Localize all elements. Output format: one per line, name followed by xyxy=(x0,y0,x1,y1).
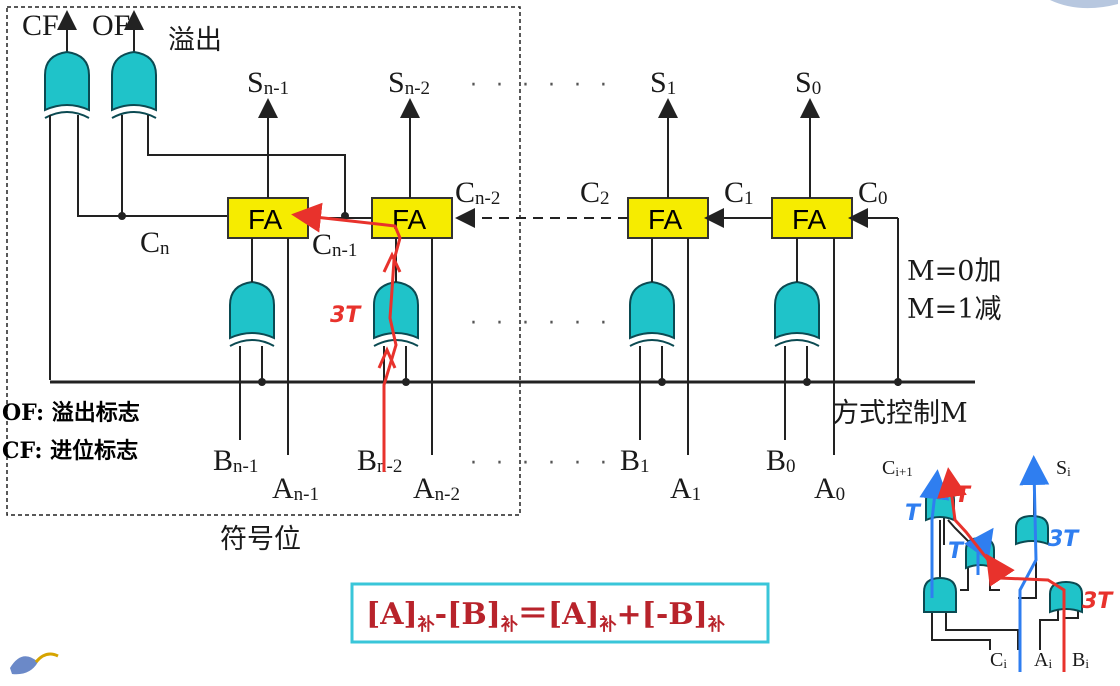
cf-label: CF xyxy=(22,9,59,42)
b1-label: B1 xyxy=(620,444,650,477)
red-3t-annotation-small: 3T xyxy=(1082,589,1114,614)
fa-block-n-1: FA xyxy=(227,197,309,239)
mode-add-label: M=0加 xyxy=(907,256,1001,287)
fa-block-0: FA xyxy=(771,197,853,239)
xor-gate-n-1 xyxy=(229,280,275,347)
si-label: Si xyxy=(1056,457,1071,479)
ci-label: Ci xyxy=(990,649,1007,671)
cn-junction xyxy=(118,212,126,220)
xor-gate-0 xyxy=(774,280,820,347)
full-adder-detail: T T T 3T 3T Ci+1 Si Ci Ai Bi xyxy=(882,455,1114,672)
bn1-label: Bn-1 xyxy=(213,444,258,477)
c2-label: C2 xyxy=(580,176,610,209)
cn-label: Cn xyxy=(140,226,170,259)
ci1-label: Ci+1 xyxy=(882,457,913,479)
red-critical-path: 3T xyxy=(291,202,402,472)
corner-logo-icon xyxy=(1050,0,1118,9)
a1-label: A1 xyxy=(670,472,701,505)
fa-block-n-2: FA xyxy=(371,197,453,239)
c1-label: C1 xyxy=(724,176,754,209)
bn2-label: Bn-2 xyxy=(357,444,402,477)
svg-text:FA: FA xyxy=(648,204,683,235)
cf-legend: CF: 进位标志 xyxy=(2,438,138,464)
red-t-annotation: T xyxy=(955,483,972,508)
formula-box: [A]补-[B]补＝[A]补+[-B]补 xyxy=(350,582,770,644)
b1-bus-junction xyxy=(658,378,666,386)
control-bus-label: 方式控制M xyxy=(832,398,968,429)
cf-cn-wire xyxy=(77,115,228,217)
a0-label: A0 xyxy=(814,472,845,505)
sign-bit-label: 符号位 xyxy=(220,524,301,555)
c0-label: C0 xyxy=(858,176,888,209)
mode-sub-label: M=1减 xyxy=(907,294,1001,325)
bn1-bus-junction xyxy=(258,378,266,386)
bn2-bus-junction xyxy=(402,378,410,386)
logo-icon xyxy=(10,652,59,675)
sn1-label: Sn-1 xyxy=(247,66,289,99)
bottom-dots: · · · · · · xyxy=(470,451,613,476)
xor-gate-1 xyxy=(629,280,675,347)
overflow-label: 溢出 xyxy=(168,25,222,56)
m-bus-junction xyxy=(894,378,902,386)
blue-t-annotation-2: T xyxy=(948,539,965,564)
s1-label: S1 xyxy=(650,66,676,99)
cn2-label: Cn-2 xyxy=(455,176,500,209)
sn2-label: Sn-2 xyxy=(388,66,430,99)
red-3t-annotation: 3T xyxy=(330,303,362,328)
top-dots: · · · · · · xyxy=(470,73,613,98)
cn1-label: Cn-1 xyxy=(312,228,357,261)
of-label: OF xyxy=(92,9,130,42)
formula-text: [A]补-[B]补＝[A]补+[-B]补 xyxy=(366,597,725,635)
bi-label: Bi xyxy=(1072,649,1089,671)
fa-block-1: FA xyxy=(627,197,709,239)
middle-dots: · · · · · · xyxy=(470,311,613,336)
xor-gate-n-2 xyxy=(373,280,419,347)
cf-xor-gate xyxy=(44,50,90,119)
blue-3t-annotation: 3T xyxy=(1048,527,1080,552)
b0-bus-junction xyxy=(803,378,811,386)
svg-text:FA: FA xyxy=(792,204,827,235)
an1-label: An-1 xyxy=(272,472,319,505)
s0-label: S0 xyxy=(795,66,821,99)
svg-text:FA: FA xyxy=(248,204,283,235)
ai-label: Ai xyxy=(1034,649,1052,671)
blue-t-annotation-1: T xyxy=(905,501,922,526)
of-legend: OF: 溢出标志 xyxy=(2,400,140,426)
an2-label: An-2 xyxy=(413,472,460,505)
of-xor-gate xyxy=(111,50,157,119)
sign-bit-box xyxy=(6,6,521,516)
of-cn1-wire xyxy=(147,115,346,216)
b0-label: B0 xyxy=(766,444,796,477)
